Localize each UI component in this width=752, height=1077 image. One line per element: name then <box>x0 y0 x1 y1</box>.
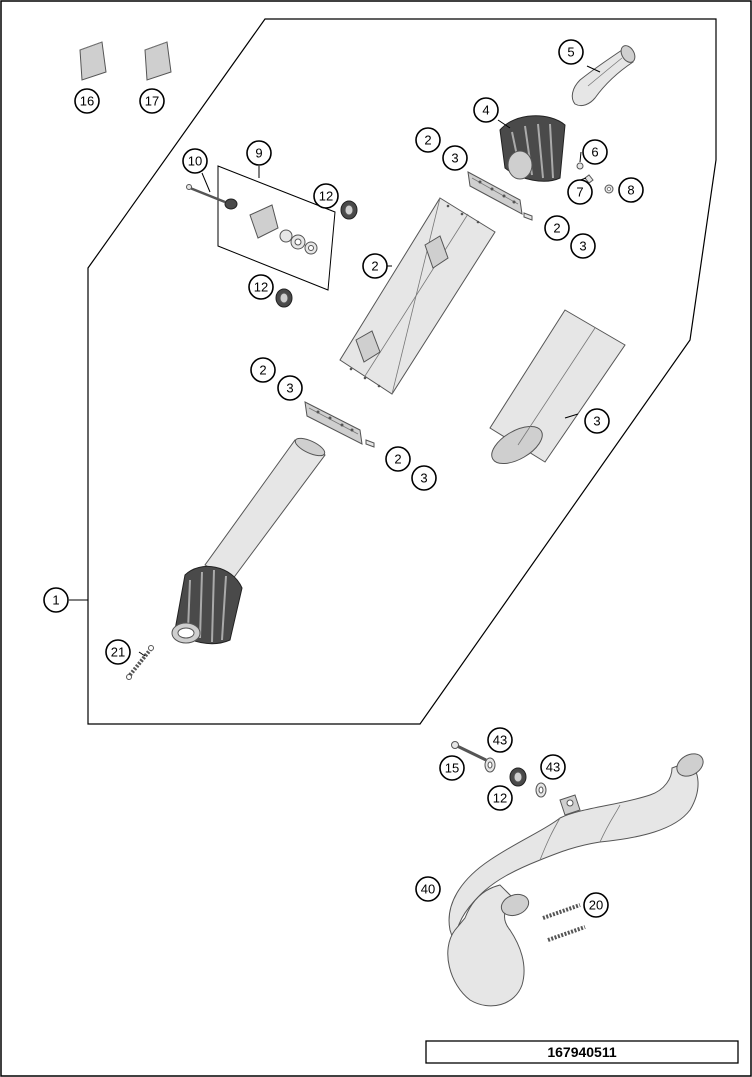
callout-2: 2 <box>250 357 276 383</box>
inlet-connector-part-5 <box>571 45 636 107</box>
callout-3: 3 <box>277 375 303 401</box>
callout-12: 12 <box>487 785 513 811</box>
callout-3: 3 <box>570 233 596 259</box>
svg-text:12: 12 <box>493 791 507 806</box>
svg-text:12: 12 <box>254 280 268 295</box>
fastener-part-6 <box>576 162 584 170</box>
svg-text:6: 6 <box>591 145 598 160</box>
mounting-kit-contents <box>224 198 318 255</box>
svg-text:1: 1 <box>52 593 59 608</box>
svg-text:2: 2 <box>424 133 431 148</box>
callout-1: 1 <box>43 587 69 613</box>
svg-text:3: 3 <box>451 151 458 166</box>
callout-16: 16 <box>74 88 100 114</box>
packing-insert-part-3 <box>489 309 626 465</box>
svg-text:2: 2 <box>553 221 560 236</box>
callout-9: 9 <box>246 140 272 166</box>
svg-text:3: 3 <box>593 414 600 429</box>
header-pipe-part-40 <box>447 753 704 1007</box>
callout-3: 3 <box>442 145 468 171</box>
svg-text:40: 40 <box>421 882 435 897</box>
washer-part-43-left <box>484 757 496 773</box>
grommet-part-12-upper <box>340 200 358 220</box>
end-cap-part-4 <box>499 115 566 182</box>
grommet-part-12-lower <box>275 288 293 308</box>
callout-2: 2 <box>385 446 411 472</box>
callout-40: 40 <box>415 876 441 902</box>
svg-text:12: 12 <box>319 189 333 204</box>
callout-43: 43 <box>540 754 566 780</box>
rivet-lower <box>365 439 375 448</box>
svg-text:21: 21 <box>111 645 125 660</box>
svg-text:7: 7 <box>576 185 583 200</box>
callout-3: 3 <box>584 408 610 434</box>
front-end-cap-with-tube <box>171 437 326 645</box>
svg-text:2: 2 <box>259 363 266 378</box>
callout-5: 5 <box>558 39 584 65</box>
callout-10: 10 <box>182 148 208 174</box>
svg-text:43: 43 <box>493 733 507 748</box>
callout-12: 12 <box>248 274 274 300</box>
callout-3: 3 <box>411 465 437 491</box>
callout-7: 7 <box>567 179 593 205</box>
callout-17: 17 <box>139 88 165 114</box>
mounting-kit-frame-part-9 <box>217 165 336 291</box>
svg-text:3: 3 <box>286 381 293 396</box>
nut-part-8 <box>604 184 614 194</box>
sticker-part-17 <box>144 41 172 81</box>
svg-text:16: 16 <box>80 94 94 109</box>
svg-text:5: 5 <box>567 45 574 60</box>
document-number-box: 167940511 <box>425 1040 739 1064</box>
svg-text:15: 15 <box>445 761 459 776</box>
svg-text:4: 4 <box>482 103 489 118</box>
svg-text:9: 9 <box>255 146 262 161</box>
rivet-upper <box>523 212 533 221</box>
svg-text:20: 20 <box>589 898 603 913</box>
lower-gasket <box>304 401 363 445</box>
assembly-boundary <box>87 18 717 725</box>
bolt-part-10 <box>186 184 226 204</box>
callout-20: 20 <box>583 892 609 918</box>
callout-8: 8 <box>618 177 644 203</box>
callout-2: 2 <box>362 253 388 279</box>
svg-text:10: 10 <box>188 154 202 169</box>
svg-text:8: 8 <box>627 183 634 198</box>
callout-12: 12 <box>313 183 339 209</box>
callout-2: 2 <box>544 215 570 241</box>
svg-text:17: 17 <box>145 94 159 109</box>
svg-text:3: 3 <box>579 239 586 254</box>
sticker-part-16 <box>79 41 107 81</box>
callout-15: 15 <box>439 755 465 781</box>
svg-text:43: 43 <box>546 760 560 775</box>
svg-text:3: 3 <box>420 471 427 486</box>
svg-text:2: 2 <box>394 452 401 467</box>
callout-2: 2 <box>415 127 441 153</box>
grommet-part-12-header <box>509 767 527 787</box>
bolt-part-15 <box>451 741 487 762</box>
document-number: 167940511 <box>547 1044 617 1060</box>
callout-6: 6 <box>582 139 608 165</box>
callout-21: 21 <box>105 639 131 665</box>
upper-gasket <box>467 171 523 215</box>
springs-part-20 <box>542 903 586 942</box>
washer-part-43-right <box>535 782 547 798</box>
callout-4: 4 <box>473 97 499 123</box>
callout-43: 43 <box>487 727 513 753</box>
spring-part-21 <box>126 645 154 680</box>
silencer-sleeve-part-2 <box>339 197 496 395</box>
svg-text:2: 2 <box>371 259 378 274</box>
screw-part-7 <box>584 174 594 184</box>
